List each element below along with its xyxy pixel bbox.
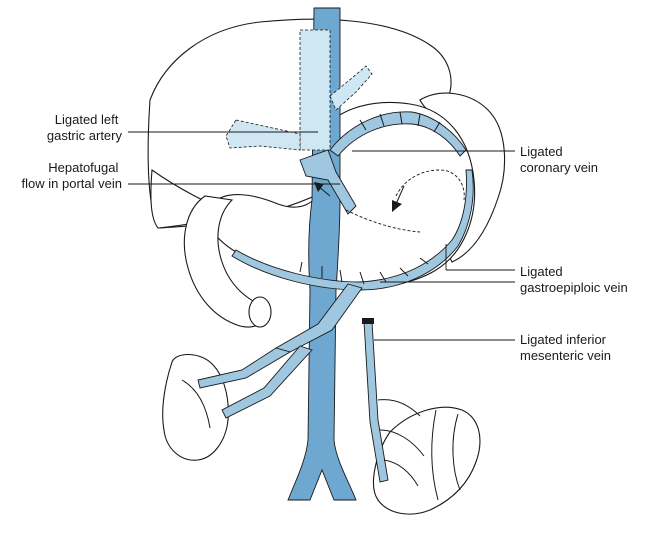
imv-ligature — [362, 318, 374, 324]
label-ligated-inferior-mesenteric-vein: Ligated inferior mesenteric vein — [520, 332, 611, 363]
label-ligated-coronary-vein: Ligated coronary vein — [520, 144, 598, 175]
label-line-1: Ligated — [520, 144, 563, 159]
label-line-1: Hepatofugal — [48, 160, 118, 175]
inferior-mesenteric-vein — [364, 322, 388, 482]
label-line-2: mesenteric vein — [520, 348, 611, 363]
label-line-1: Ligated — [520, 264, 563, 279]
small-bowel-outline — [163, 355, 229, 461]
bowel-lumen — [249, 297, 271, 327]
label-line-2: coronary vein — [520, 160, 598, 175]
label-line-1: Ligated left — [55, 112, 119, 127]
label-hepatofugal-flow: Hepatofugal flow in portal vein — [22, 160, 122, 191]
label-ligated-left-gastric-artery: Ligated left gastric artery — [47, 112, 123, 143]
label-line-1: Ligated inferior — [520, 332, 607, 347]
label-line-2: flow in portal vein — [22, 176, 122, 191]
label-line-2: gastric artery — [47, 128, 123, 143]
label-line-2: gastroepiploic vein — [520, 280, 628, 295]
label-ligated-gastroepiploic-vein: Ligated gastroepiploic vein — [520, 264, 628, 295]
